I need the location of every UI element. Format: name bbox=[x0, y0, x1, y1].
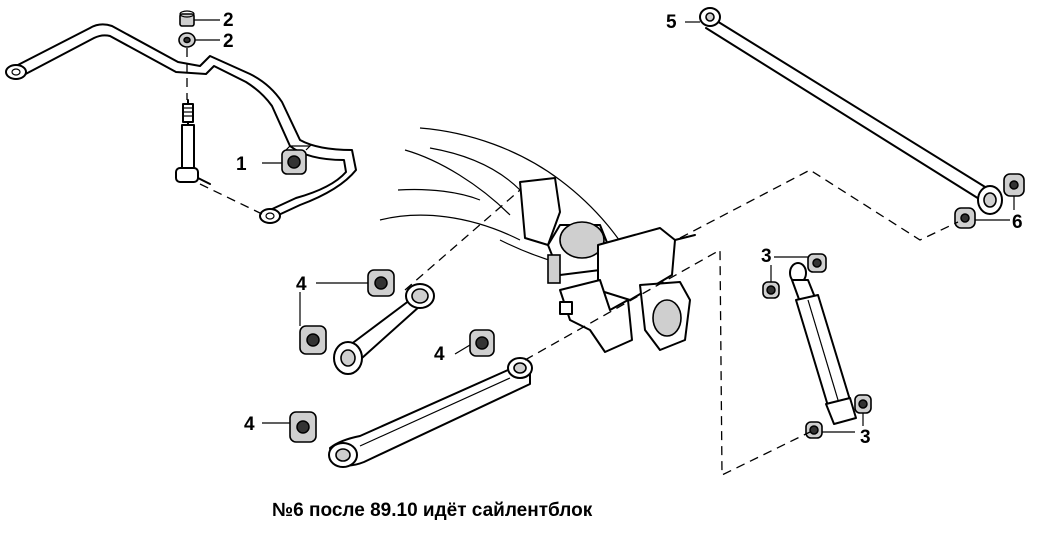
callout-1: 1 bbox=[236, 154, 247, 175]
shock-bushing-top-right bbox=[807, 253, 827, 273]
bushing-upper-arm-bottom bbox=[299, 325, 327, 355]
lateral-rod-bushing-right bbox=[1003, 173, 1025, 197]
shock-absorber bbox=[789, 262, 857, 425]
bushing-lower-arm-bottom bbox=[289, 411, 317, 443]
callout-6: 6 bbox=[1012, 212, 1023, 233]
assembly-guide-lines bbox=[186, 48, 959, 477]
nut-upper bbox=[179, 10, 195, 27]
lower-control-arm bbox=[328, 357, 533, 468]
callout-3-lower: 3 bbox=[860, 427, 871, 448]
bushing-upper-arm-top bbox=[367, 269, 395, 297]
shock-bushing-bottom-left bbox=[805, 421, 823, 439]
stabilizer-bar bbox=[5, 23, 357, 224]
upper-control-arm bbox=[333, 283, 435, 375]
callout-5: 5 bbox=[666, 12, 677, 33]
shock-bushing-bottom-right bbox=[854, 394, 872, 414]
bushing-lower-arm-top bbox=[469, 329, 495, 357]
stabilizer-bushing bbox=[281, 145, 312, 175]
nut-lower bbox=[178, 32, 196, 48]
callout-3-upper: 3 bbox=[761, 246, 772, 267]
callout-4-upper-arm: 4 bbox=[296, 274, 307, 295]
lateral-rod bbox=[699, 7, 1003, 215]
callout-2-upper: 2 bbox=[223, 10, 234, 31]
diagram-caption: №6 после 89.10 идёт сайлентблок bbox=[272, 500, 593, 521]
stabilizer-link bbox=[175, 99, 211, 185]
shock-bushing-top-left bbox=[762, 281, 780, 299]
lateral-rod-bushing-left bbox=[954, 207, 976, 229]
callout-4-lower-bushing: 4 bbox=[244, 414, 255, 435]
callout-4-lower-arm: 4 bbox=[434, 344, 445, 365]
callout-2-lower: 2 bbox=[223, 31, 234, 52]
axle-housing bbox=[519, 177, 696, 353]
